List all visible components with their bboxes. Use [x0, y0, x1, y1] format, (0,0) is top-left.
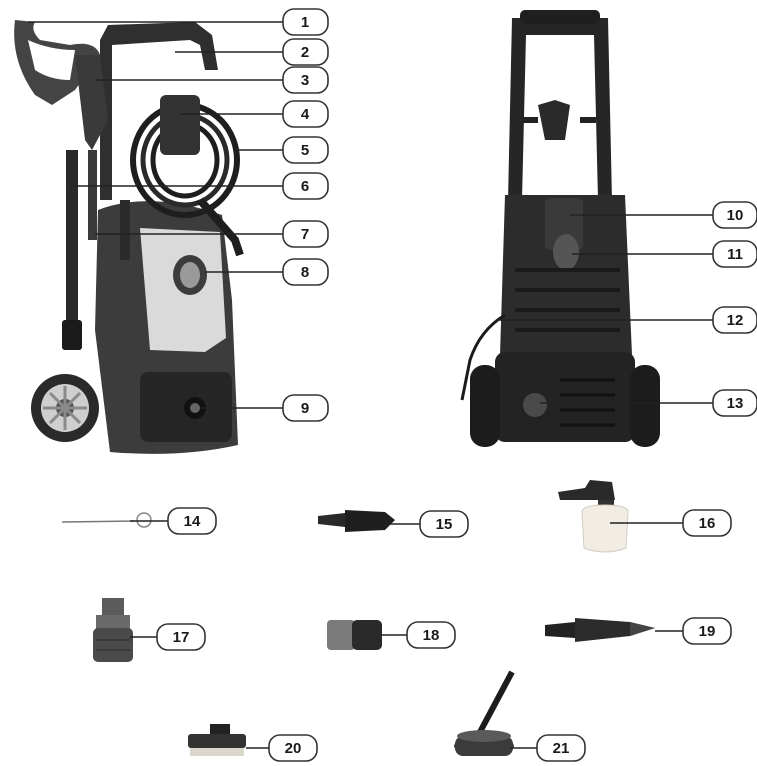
callout-label-8: 8 [301, 264, 309, 281]
callout-box-10 [712, 201, 757, 229]
water-inlet-adapter [93, 598, 133, 662]
callout-label-12: 12 [727, 312, 744, 329]
callout-box-4 [282, 100, 329, 128]
callout-box-18 [406, 621, 456, 649]
callout-box-15 [419, 510, 469, 538]
callout-box-17 [156, 623, 206, 651]
callout-label-11: 11 [727, 246, 743, 263]
lance [66, 150, 78, 345]
brush [188, 724, 246, 756]
callout-box-7 [282, 220, 329, 248]
callout-label-21: 21 [553, 740, 570, 757]
callout-label-16: 16 [699, 515, 716, 532]
callout-box-12 [712, 306, 757, 334]
callout-label-13: 13 [727, 395, 744, 412]
callout-box-13 [712, 389, 757, 417]
power-cable [460, 313, 506, 401]
callout-label-4: 4 [301, 106, 310, 123]
nozzle-15 [318, 510, 395, 532]
callout-label-10: 10 [727, 207, 744, 224]
callout-box-20 [268, 734, 318, 762]
hose-connector [327, 620, 382, 650]
rotary-nozzle [545, 618, 655, 642]
callout-box-21 [536, 734, 586, 762]
patio-cleaner [454, 670, 515, 756]
callout-box-14 [167, 507, 217, 535]
cleaning-needle [61, 512, 152, 528]
callout-numbers: 1 2 3 4 5 6 7 8 9 10 11 12 13 14 15 16 1… [173, 14, 744, 757]
callout-label-15: 15 [436, 516, 453, 533]
foam-bottle [558, 480, 629, 553]
callout-box-19 [682, 617, 732, 645]
callout-label-14: 14 [184, 513, 201, 530]
callout-label-19: 19 [699, 623, 716, 640]
callout-label-1: 1 [301, 14, 309, 31]
callout-label-7: 7 [301, 226, 309, 243]
callout-label-20: 20 [285, 740, 302, 757]
leader-lines [28, 21, 713, 749]
callout-label-5: 5 [301, 142, 309, 159]
rear-handle [508, 18, 612, 200]
front-view [14, 20, 244, 454]
callout-label-17: 17 [173, 629, 190, 646]
callout-box-8 [282, 258, 329, 286]
callout-box-9 [282, 394, 329, 422]
accessories [61, 480, 655, 756]
callout-label-9: 9 [301, 400, 309, 417]
callout-box-3 [282, 66, 329, 94]
inlet-connector [523, 393, 547, 417]
callout-label-2: 2 [301, 44, 309, 61]
callout-box-16 [682, 509, 732, 537]
callout-label-18: 18 [423, 627, 440, 644]
callout-label-6: 6 [301, 178, 309, 195]
callout-label-3: 3 [301, 72, 309, 89]
callout-box-11 [712, 240, 757, 268]
frame-handle [100, 22, 218, 200]
callout-box-2 [282, 38, 329, 66]
rear-body [500, 195, 632, 355]
callout-box-1 [282, 8, 329, 36]
callout-box-5 [282, 136, 329, 164]
callout-boxes [156, 8, 757, 762]
callout-box-6 [282, 172, 329, 200]
rear-view [460, 10, 660, 447]
